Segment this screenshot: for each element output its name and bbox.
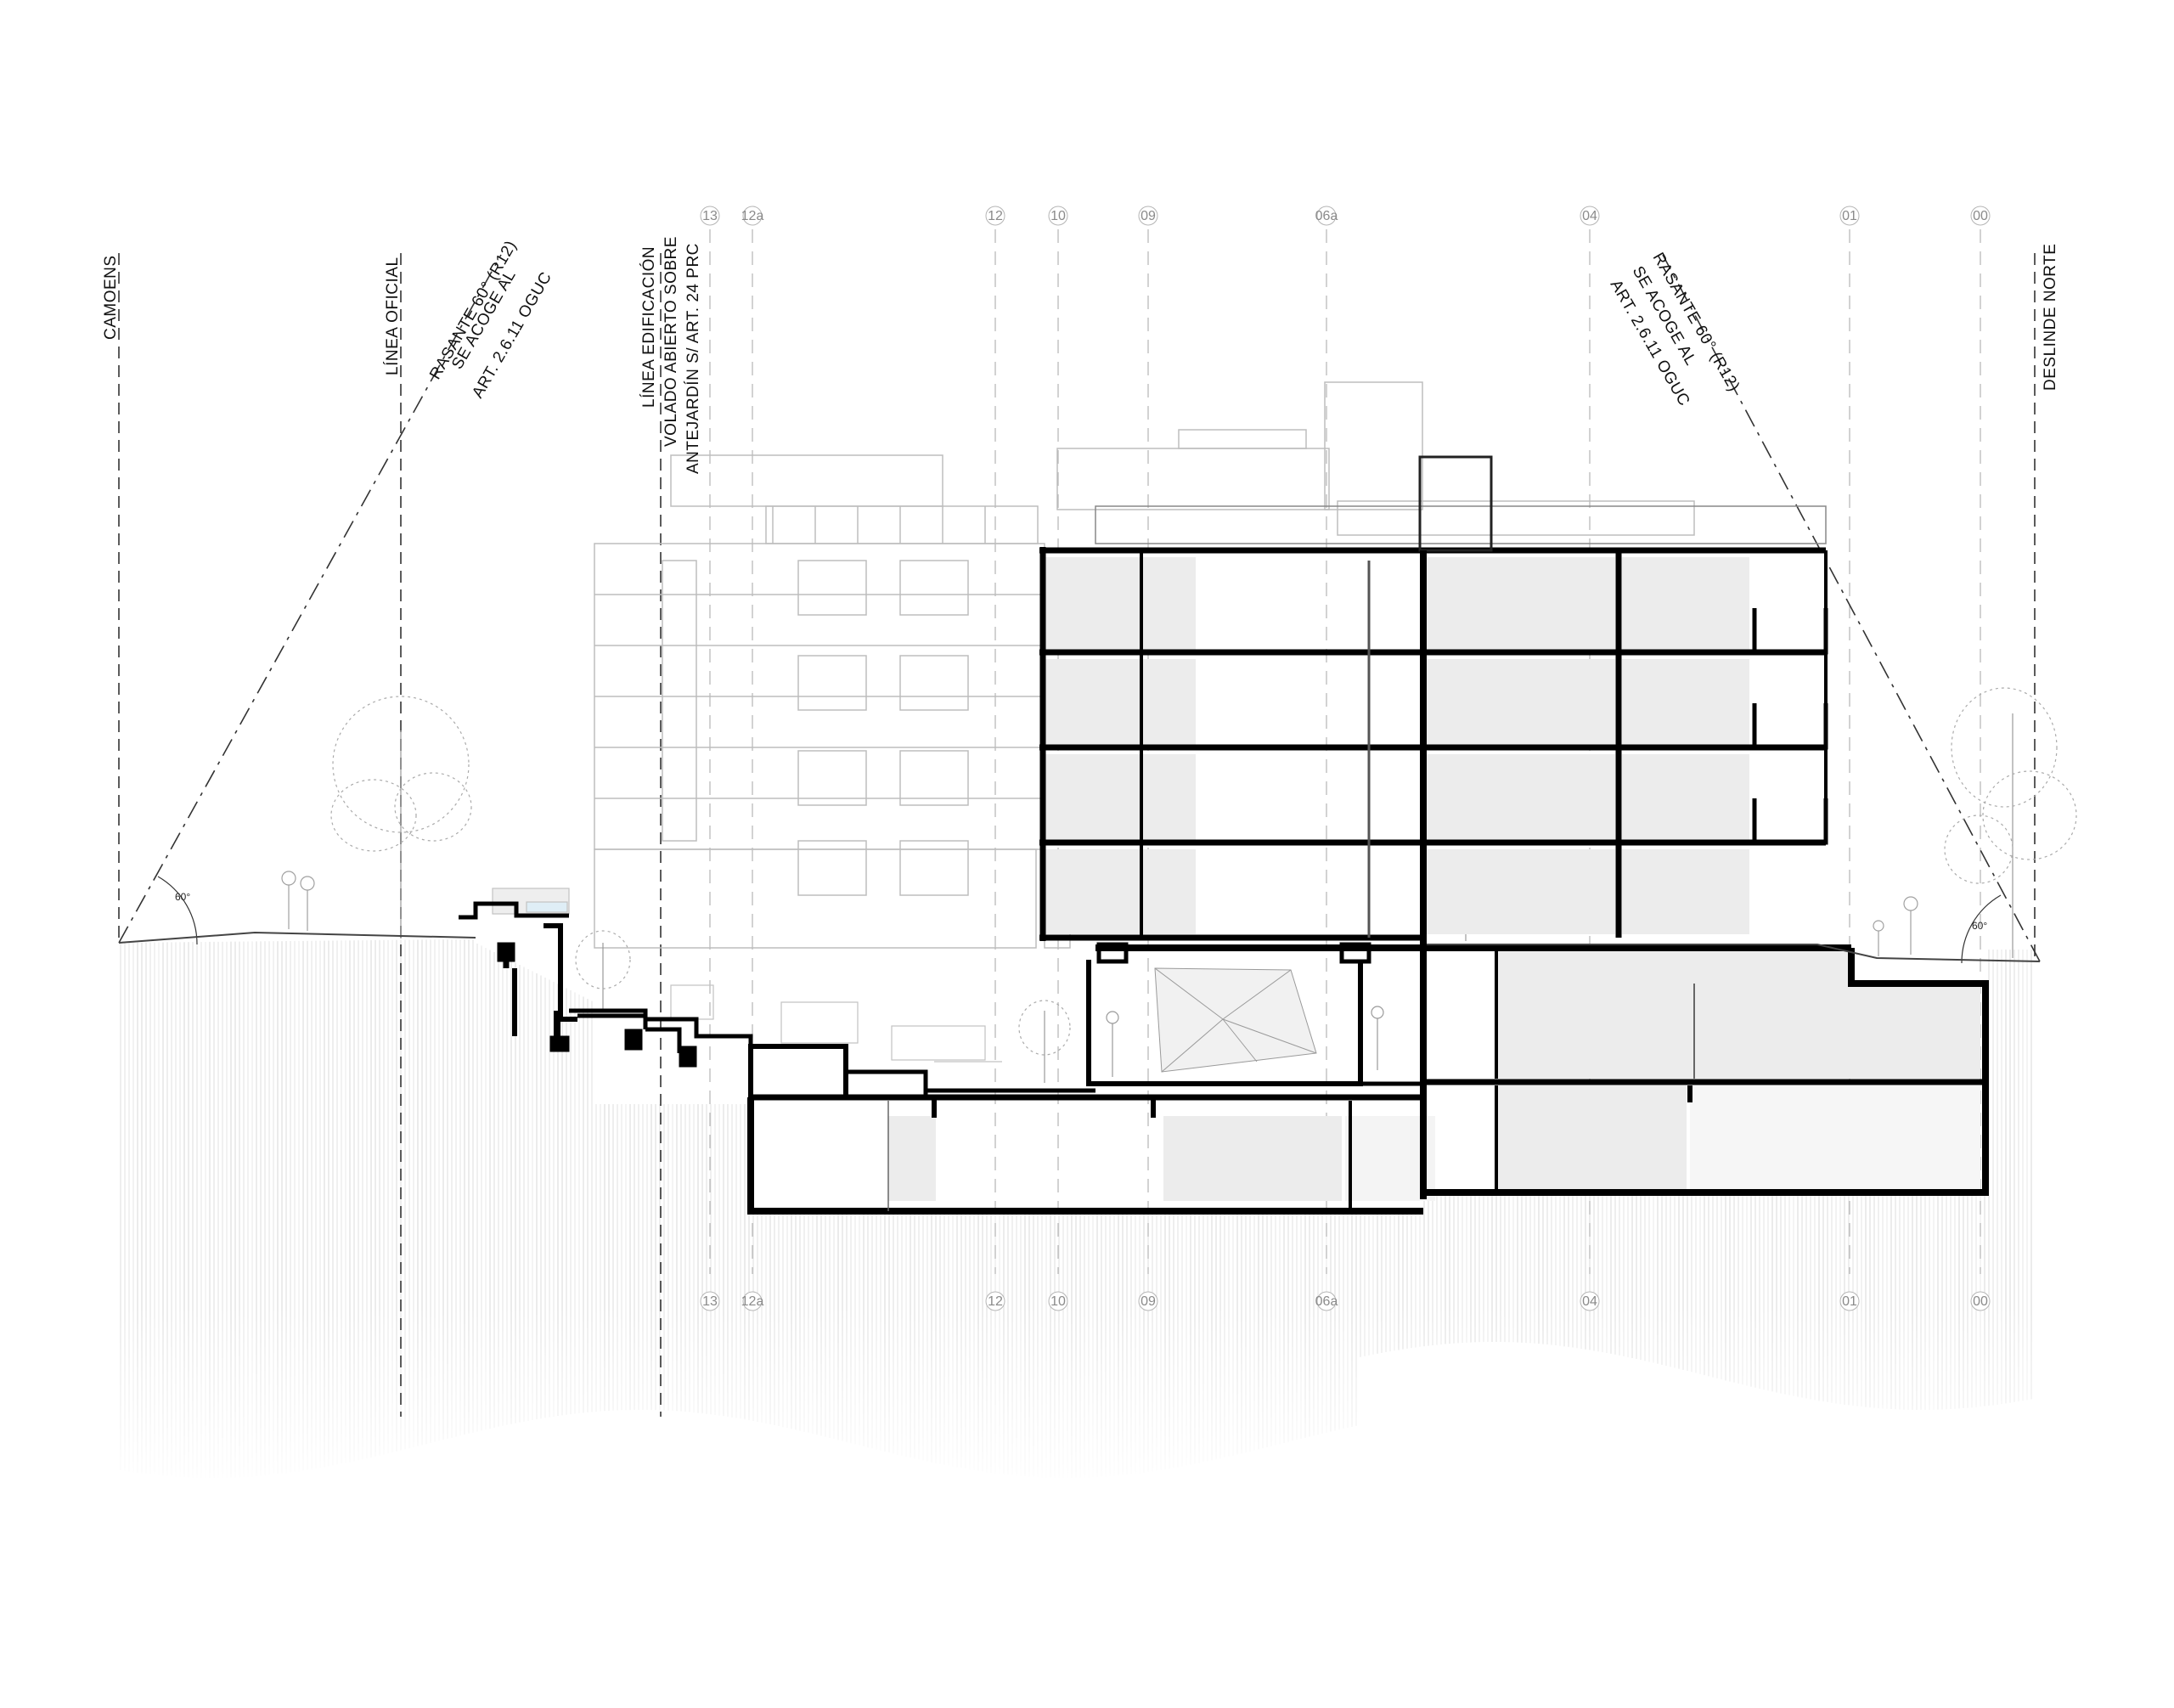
lobby-mural bbox=[1154, 967, 1317, 1073]
angle-arc-left bbox=[157, 876, 198, 945]
grid-axis-label-09-bottom: 09 bbox=[1141, 1294, 1156, 1309]
grid-axis-label-00-top: 00 bbox=[1973, 209, 1988, 223]
grid-axis-label-13-top: 13 bbox=[702, 209, 718, 223]
rasante-left-line bbox=[118, 254, 502, 944]
grid-axis-label-06a-bottom: 06a bbox=[1315, 1294, 1338, 1309]
grid-axis-label-12-bottom: 12 bbox=[988, 1294, 1003, 1309]
grid-axis-bubble-06a-top bbox=[1316, 206, 1337, 226]
grid-axis-label-12-top: 12 bbox=[988, 209, 1003, 223]
room-fills bbox=[888, 557, 1980, 1201]
grid-axis-bubble-12a-bottom bbox=[742, 1291, 763, 1311]
rasante-left-label: RASANTE 60° (R12) SE ACOGE AL ART. 2.6.1… bbox=[426, 238, 555, 402]
grid-axis-bubble-10-bottom bbox=[1048, 1291, 1068, 1311]
deslinde-norte-label: DESLINDE NORTE bbox=[2042, 244, 2059, 391]
ground-profile bbox=[118, 931, 2041, 962]
grid-axis-label-12a-top: 12a bbox=[741, 209, 764, 223]
angle-marks bbox=[157, 876, 2002, 964]
grid-axis-label-06a-top: 06a bbox=[1315, 209, 1338, 223]
grid-axis-label-00-bottom: 00 bbox=[1973, 1294, 1988, 1309]
grid-axis-label-13-bottom: 13 bbox=[702, 1294, 718, 1309]
grid-axis-bubble-01-top bbox=[1839, 206, 1860, 226]
basement-void bbox=[846, 1072, 1101, 1097]
angle-label-left: 60° bbox=[175, 891, 190, 903]
grid-axis-label-12a-bottom: 12a bbox=[741, 1294, 764, 1309]
linea-oficial-label: LÍNEA OFICIAL bbox=[384, 256, 402, 375]
angle-arc-right bbox=[1961, 894, 2002, 964]
grid-axis-label-10-bottom: 10 bbox=[1050, 1294, 1066, 1309]
garden-terraces bbox=[492, 888, 1002, 1063]
linea-edificacion-line-3: ANTEJARDÍN S/ ART. 24 PRC bbox=[684, 243, 702, 474]
rasante-right-line bbox=[1662, 254, 2041, 962]
landscape-elements bbox=[281, 687, 2077, 1083]
grid-axis-bubble-12-bottom bbox=[985, 1291, 1005, 1311]
angle-label-right: 60° bbox=[1972, 920, 1987, 932]
tree-left bbox=[330, 696, 472, 939]
grid-axis-bubble-10-top bbox=[1048, 206, 1068, 226]
tree-garden bbox=[575, 930, 1071, 1083]
people-right bbox=[1873, 896, 1918, 956]
grid-axis-bubble-06a-bottom bbox=[1316, 1291, 1337, 1311]
linea-edificacion-label: LÍNEA EDIFICACIÓN VOLADO ABIERTO SOBRE A… bbox=[639, 236, 702, 474]
grid-axis-bubble-04-bottom bbox=[1580, 1291, 1600, 1311]
grid-axis-bubble-00-bottom bbox=[1970, 1291, 1991, 1311]
grid-axis-label-09-top: 09 bbox=[1141, 209, 1156, 223]
tree-right bbox=[1944, 687, 2077, 958]
grid-axis-bubble-09-top bbox=[1138, 206, 1158, 226]
grid-axis-bubble-00-top bbox=[1970, 206, 1991, 226]
linea-edificacion-line-2: VOLADO ABIERTO SOBRE bbox=[662, 236, 680, 447]
camoens-label: CAMOENS bbox=[102, 255, 120, 340]
grid-axis-bubble-12-top bbox=[985, 206, 1005, 226]
ground-fade bbox=[110, 1308, 2055, 1495]
grid-axis-bubble-01-bottom bbox=[1839, 1291, 1860, 1311]
people-left bbox=[281, 871, 315, 931]
grid-axis-label-01-bottom: 01 bbox=[1842, 1294, 1857, 1309]
grid-axis-bubble-13-top bbox=[700, 206, 720, 226]
grid-axis-bubble-09-bottom bbox=[1138, 1291, 1158, 1311]
building-structure bbox=[459, 455, 1989, 1215]
background-elevation bbox=[594, 381, 1695, 949]
grid-axis-bubble-13-bottom bbox=[700, 1291, 720, 1311]
grid-axis-label-04-bottom: 04 bbox=[1582, 1294, 1597, 1309]
rasante-right-label: RASANTE 60° (R12) SE ACOGE AL ART. 2.6.1… bbox=[1607, 250, 1743, 409]
grid-axis-label-10-top: 10 bbox=[1050, 209, 1066, 223]
linea-edificacion-line-1: LÍNEA EDIFICACIÓN bbox=[639, 246, 658, 408]
grid-axis-label-01-top: 01 bbox=[1842, 209, 1857, 223]
grid-axis-bubble-04-top bbox=[1580, 206, 1600, 226]
grid-axis-label-04-top: 04 bbox=[1582, 209, 1597, 223]
grid-axis-bubble-12a-top bbox=[742, 206, 763, 226]
